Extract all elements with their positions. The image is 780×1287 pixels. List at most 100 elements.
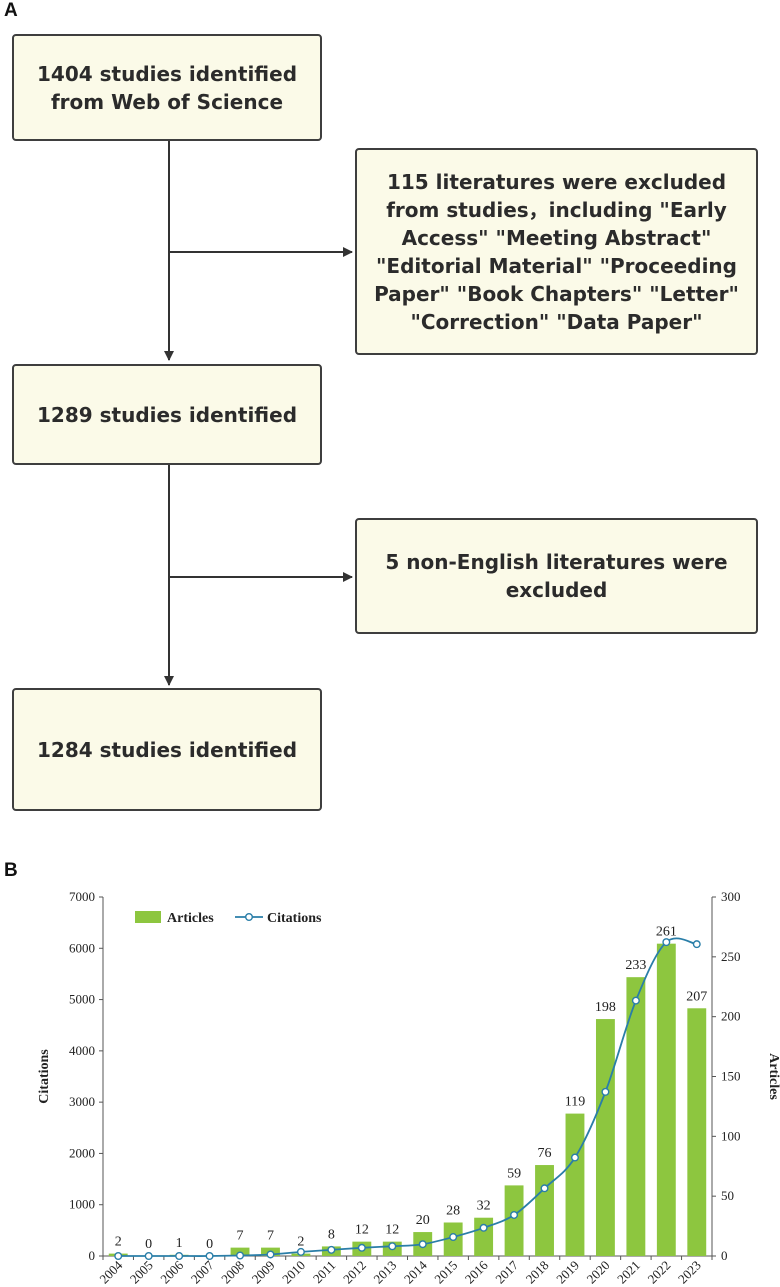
article-data-label: 1 [176, 1236, 183, 1251]
x-tick-label: 2022 [644, 1258, 673, 1287]
article-bar [535, 1165, 554, 1256]
citation-point [205, 1252, 214, 1261]
y-right-tick-label: 300 [721, 889, 741, 904]
y-left-tick-label: 1000 [69, 1197, 95, 1212]
x-tick-label: 2015 [431, 1258, 460, 1287]
y-left-tick-label: 2000 [69, 1145, 95, 1160]
citation-point [357, 1243, 366, 1252]
article-data-label: 76 [538, 1146, 552, 1161]
citation-point [479, 1223, 488, 1232]
y-right-tick-label: 200 [721, 1009, 741, 1024]
panel-label-b: B [4, 860, 18, 881]
x-tick-label: 2005 [127, 1258, 156, 1287]
citation-point [266, 1250, 275, 1259]
citation-point [236, 1251, 245, 1260]
y-right-tick-label: 250 [721, 949, 741, 964]
article-bar [656, 943, 676, 1256]
article-data-label: 12 [385, 1223, 399, 1238]
y-right-tick-label: 0 [721, 1248, 728, 1263]
citation-point [692, 940, 701, 949]
x-tick-label: 2014 [401, 1257, 430, 1286]
y-left-tick-label: 3000 [69, 1094, 95, 1109]
article-bar [687, 1008, 707, 1256]
x-tick-label: 2011 [310, 1258, 339, 1287]
article-data-label: 119 [565, 1095, 585, 1110]
flow-box-initial-studies: 1404 studies identified from Web of Scie… [12, 34, 322, 141]
y-axis-right-title: Articles [766, 1053, 780, 1100]
article-data-label: 59 [507, 1166, 521, 1181]
citation-point [144, 1252, 153, 1261]
citation-point [540, 1184, 549, 1193]
citation-point [510, 1210, 519, 1219]
x-tick-label: 2006 [157, 1257, 186, 1286]
x-tick-label: 2009 [249, 1258, 278, 1287]
y-right-tick-label: 150 [721, 1069, 741, 1084]
article-data-label: 20 [416, 1213, 430, 1228]
x-tick-label: 2010 [279, 1258, 308, 1287]
citation-point [327, 1245, 336, 1254]
y-left-tick-label: 0 [89, 1248, 96, 1263]
flow-box-after-type-exclusion: 1289 studies identified [12, 364, 322, 465]
citation-point [449, 1233, 458, 1242]
article-data-label: 207 [686, 989, 707, 1004]
flow-box-exclusion-language: 5 non-English literatures were excluded [355, 518, 758, 634]
y-left-tick-label: 6000 [69, 940, 95, 955]
citation-point [601, 1087, 610, 1096]
article-bar [474, 1217, 494, 1256]
x-tick-label: 2021 [614, 1258, 643, 1287]
article-data-label: 261 [656, 925, 677, 940]
article-bar [565, 1113, 585, 1256]
citation-point [631, 996, 640, 1005]
citation-point [175, 1252, 184, 1261]
article-bar [595, 1019, 615, 1256]
article-data-label: 198 [595, 1000, 616, 1015]
x-tick-label: 2023 [675, 1258, 704, 1287]
chart-legend: Articles Citations [135, 911, 322, 926]
x-tick-label: 2016 [462, 1257, 491, 1286]
x-tick-label: 2017 [492, 1257, 521, 1286]
legend-articles-label: Articles [167, 911, 214, 926]
article-data-label: 2 [297, 1235, 304, 1250]
citation-point [114, 1252, 123, 1261]
article-data-label: 7 [267, 1229, 274, 1244]
y-right-tick-label: 50 [721, 1188, 734, 1203]
articles-citations-chart: 0100020003000400050006000700005010015020… [37, 889, 780, 1287]
panel-label-a: A [4, 0, 18, 21]
article-bar [626, 977, 646, 1256]
x-tick-label: 2008 [218, 1258, 247, 1287]
x-tick-label: 2007 [188, 1257, 217, 1286]
article-data-label: 0 [145, 1237, 152, 1252]
x-tick-label: 2013 [370, 1258, 399, 1287]
legend-citations-marker [244, 913, 253, 922]
article-data-label: 32 [477, 1199, 491, 1214]
citation-point [570, 1153, 579, 1162]
x-tick-label: 2012 [340, 1258, 369, 1287]
x-tick-label: 2019 [553, 1258, 582, 1287]
x-tick-label: 2020 [584, 1258, 613, 1287]
citation-point [388, 1242, 397, 1251]
citation-point [662, 938, 671, 947]
article-data-label: 12 [355, 1223, 369, 1238]
article-bar [504, 1185, 524, 1256]
y-left-tick-label: 4000 [69, 1043, 95, 1058]
chart-citation-line [114, 937, 701, 1261]
article-data-label: 7 [237, 1229, 244, 1244]
citation-point [296, 1247, 305, 1256]
y-axis-left-title: Citations [37, 1049, 52, 1104]
legend-citations-label: Citations [267, 911, 322, 926]
chart-bars [108, 943, 707, 1256]
legend-articles-swatch [135, 911, 161, 923]
x-tick-label: 2018 [523, 1258, 552, 1287]
x-tick-label: 2004 [96, 1257, 125, 1286]
article-data-label: 8 [328, 1227, 335, 1242]
y-left-tick-label: 5000 [69, 992, 95, 1007]
flow-box-exclusion-document-types: 115 literatures were excluded from studi… [355, 148, 758, 355]
article-data-label: 233 [625, 958, 646, 973]
article-data-label: 0 [206, 1237, 213, 1252]
article-data-label: 2 [115, 1235, 122, 1250]
y-right-tick-label: 100 [721, 1128, 741, 1143]
flow-box-final-studies: 1284 studies identified [12, 688, 322, 811]
citation-point [418, 1240, 427, 1249]
article-data-label: 28 [446, 1203, 460, 1218]
